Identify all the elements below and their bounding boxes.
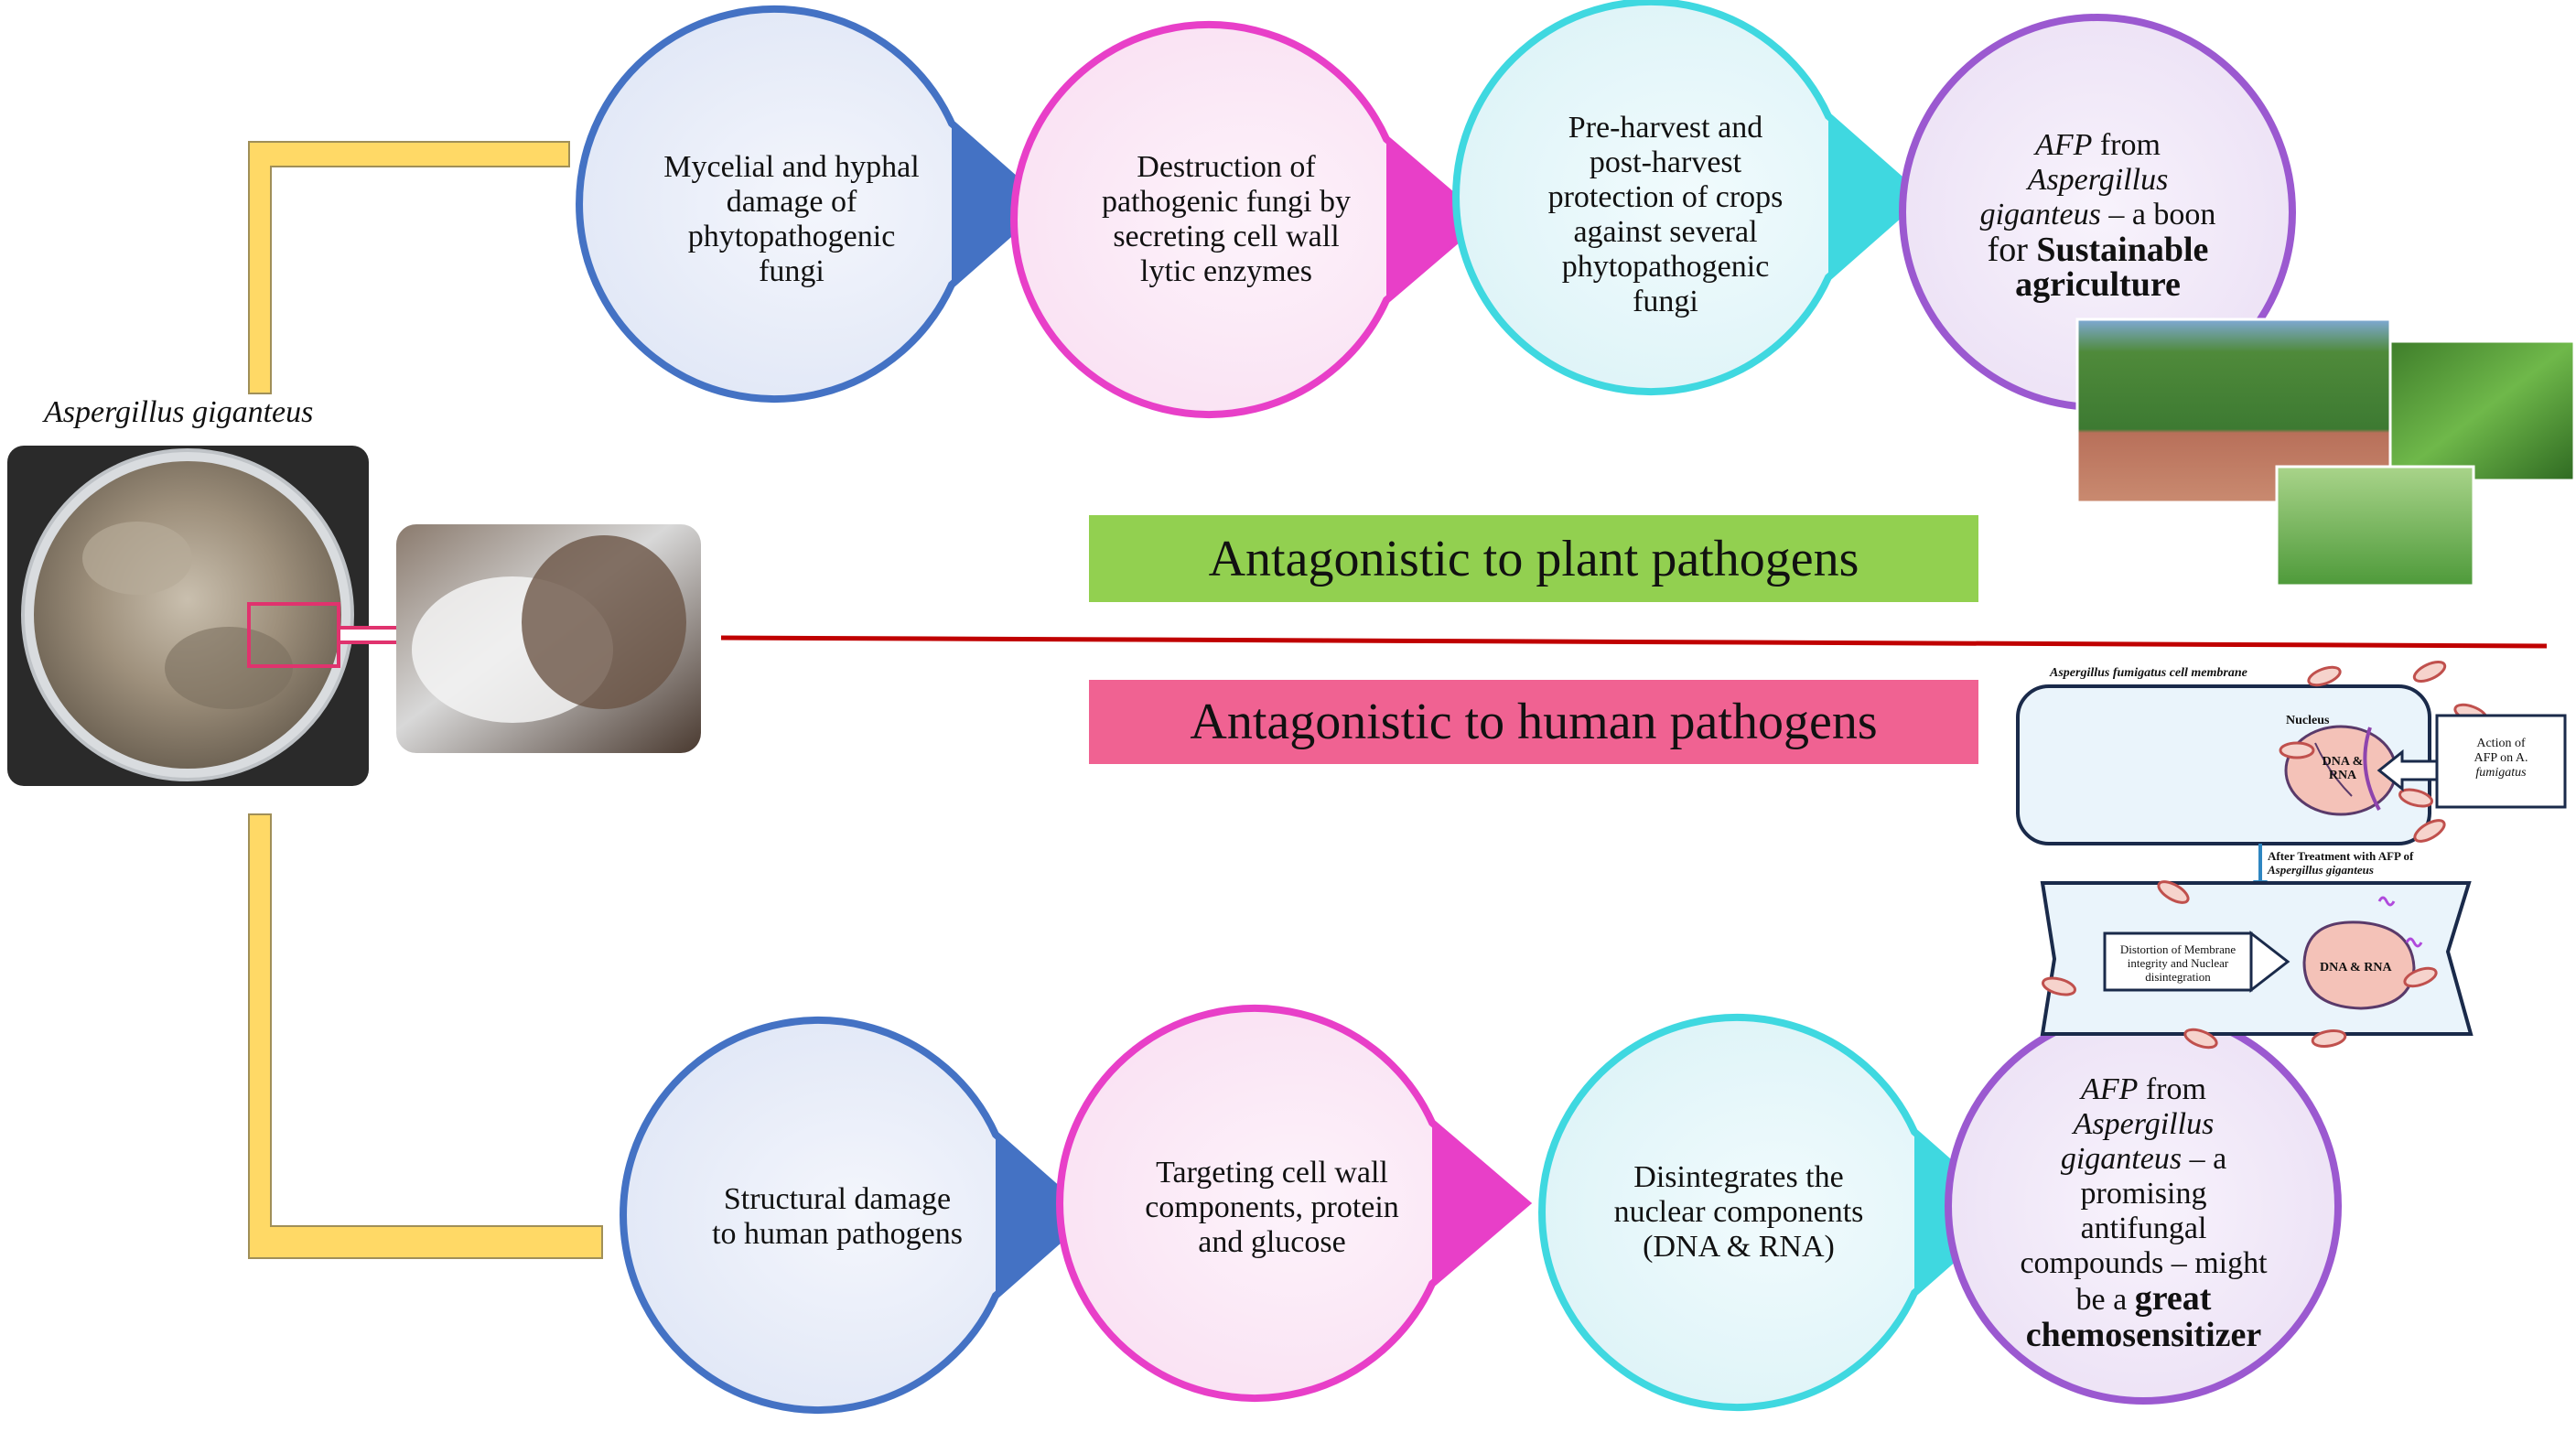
bottom-step-2-text: Targeting cell wall components, protein … [1145, 1156, 1399, 1259]
divider-line [720, 635, 2548, 649]
membrane-title: Aspergillus fumigatus cell membrane [2050, 666, 2247, 680]
mycelium-closeup-photo [396, 524, 701, 753]
bottom-step-1-text: Structural damage to human pathogens [712, 1182, 963, 1251]
top-step-1-text: Mycelial and hyphal damage of phytopatho… [663, 150, 920, 288]
dna-rna-label-before: DNA & RNA [2322, 755, 2364, 782]
bottom-circle-2 [1056, 1005, 1533, 1402]
top-connector [248, 141, 570, 394]
after-treatment-label: After Treatment with AFP of Aspergillus … [2268, 849, 2414, 877]
dna-rna-label-after: DNA & RNA [2320, 961, 2392, 974]
distortion-label: Distortion of Membrane integrity and Nuc… [2119, 942, 2236, 984]
top-step-3-text: Pre-harvest and post-harvest protection … [1547, 111, 1784, 318]
bottom-connector [248, 813, 603, 1259]
plant-banner-bg [1089, 515, 1978, 602]
bottom-final-text: AFP from Aspergillus giganteus – a promi… [2020, 1072, 2268, 1354]
organism-label: Aspergillus giganteus [44, 395, 314, 429]
top-step-2-text: Destruction of pathogenic fungi by secre… [1102, 150, 1351, 288]
top-circle-1 [576, 5, 1050, 403]
mechanism-diagram [2016, 660, 2567, 1050]
top-circle-3 [1452, 0, 1926, 395]
top-final-text: AFP from Aspergillus giganteus – a boon … [1979, 128, 2216, 304]
action-label: Action of AFP on A. fumigatus [2474, 737, 2528, 780]
top-circle-2 [1010, 21, 1487, 418]
bottom-step-3-text: Disintegrates the nuclear components (DN… [1613, 1160, 1864, 1264]
crop-photo-plants [2275, 465, 2475, 587]
crop-photo-corn [2388, 339, 2576, 482]
human-banner: Antagonistic to human pathogens [1190, 694, 1878, 750]
nucleus-label: Nucleus [2286, 714, 2330, 727]
bottom-circle-1 [620, 1017, 1094, 1414]
human-banner-bg [1089, 680, 1978, 764]
petri-dish-photo [7, 446, 369, 786]
plant-banner: Antagonistic to plant pathogens [1208, 530, 1859, 587]
